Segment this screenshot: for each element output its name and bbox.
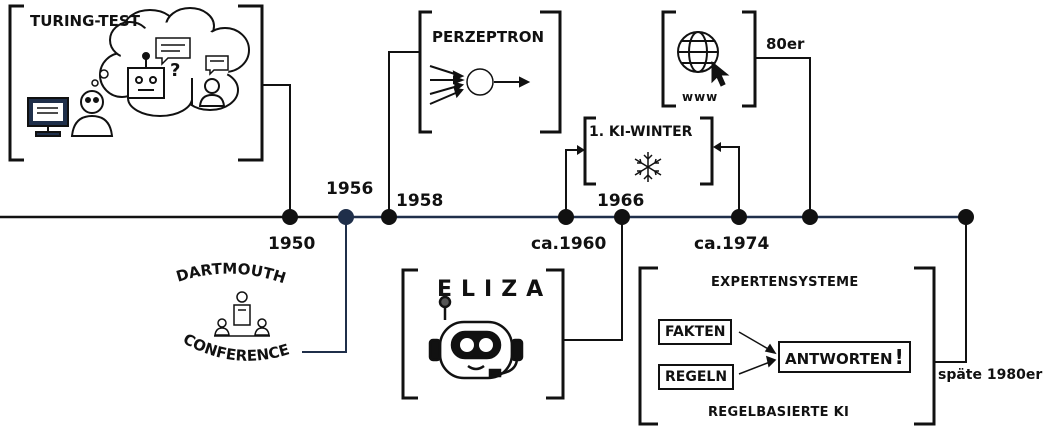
marker-1958: [381, 209, 397, 225]
arrowhead-kiwinter-right: [713, 142, 721, 152]
eliza-title: ELIZA: [437, 279, 552, 301]
expert-bracket-right: [914, 268, 934, 424]
regeln-box: REGELN: [658, 364, 734, 390]
marker-1956: [338, 209, 354, 225]
conference-podium-icon: [214, 292, 270, 336]
person-icon: [72, 91, 112, 136]
year-1956: 1956: [326, 181, 373, 198]
year-ca1974: ca.1974: [694, 236, 769, 253]
perzeptron-bracket-left: [420, 12, 432, 132]
year-1966: 1966: [597, 193, 644, 210]
turing-bracket-right: [238, 6, 262, 160]
www-label: www: [682, 91, 718, 103]
exclamation-mark: !: [895, 345, 904, 369]
dartmouth-label: DARTMOUTH: [174, 260, 288, 288]
robot-head-icon: [430, 297, 522, 378]
www-bracket-left: [663, 12, 676, 106]
expertensysteme-title: EXPERTENSYSTEME: [711, 276, 859, 289]
question-mark-icon: ?: [170, 62, 180, 80]
year-ca1960: ca.1960: [531, 236, 606, 253]
perzeptron-title: PERZEPTRON: [432, 30, 544, 45]
marker-ca1960: [558, 209, 574, 225]
year-80er: 80er: [766, 37, 804, 52]
year-spaete-1980er: späte 1980er: [938, 368, 1042, 382]
year-1950: 1950: [268, 236, 315, 253]
antworten-label: ANTWORTEN: [785, 350, 893, 368]
turing-bracket-left: [10, 6, 24, 160]
connector-kiwinter-right: [716, 147, 739, 217]
year-1958: 1958: [396, 193, 443, 210]
connector-kiwinter-left: [566, 150, 583, 217]
expert-arrows: [739, 332, 775, 374]
computer-icon: [28, 98, 68, 136]
connector-www: [755, 58, 810, 217]
eliza-bracket-left: [403, 270, 418, 398]
snowflake-icon: [635, 152, 661, 182]
conference-label: CONFERENCE: [180, 330, 291, 365]
marker-1950: [282, 209, 298, 225]
expert-bracket-left: [640, 268, 658, 424]
connector-turing: [262, 85, 290, 217]
turing-test-title: TURING-TEST: [30, 14, 140, 29]
www-bracket-right: [742, 12, 755, 106]
kiwinter-bracket-right: [700, 118, 712, 184]
marker-spaete-1980er: [958, 209, 974, 225]
neuron-icon: [430, 66, 528, 104]
fakten-box: FAKTEN: [658, 319, 732, 345]
connector-expert: [934, 217, 966, 362]
regelbasierte-ki-subtitle: REGELBASIERTE KI: [708, 406, 849, 419]
globe-cursor-icon: [678, 32, 728, 86]
antworten-box: ANTWORTEN!: [778, 341, 911, 373]
marker-80er: [802, 209, 818, 225]
marker-1966: [614, 209, 630, 225]
marker-ca1974: [731, 209, 747, 225]
ki-winter-title: 1. KI-WINTER: [589, 125, 692, 139]
